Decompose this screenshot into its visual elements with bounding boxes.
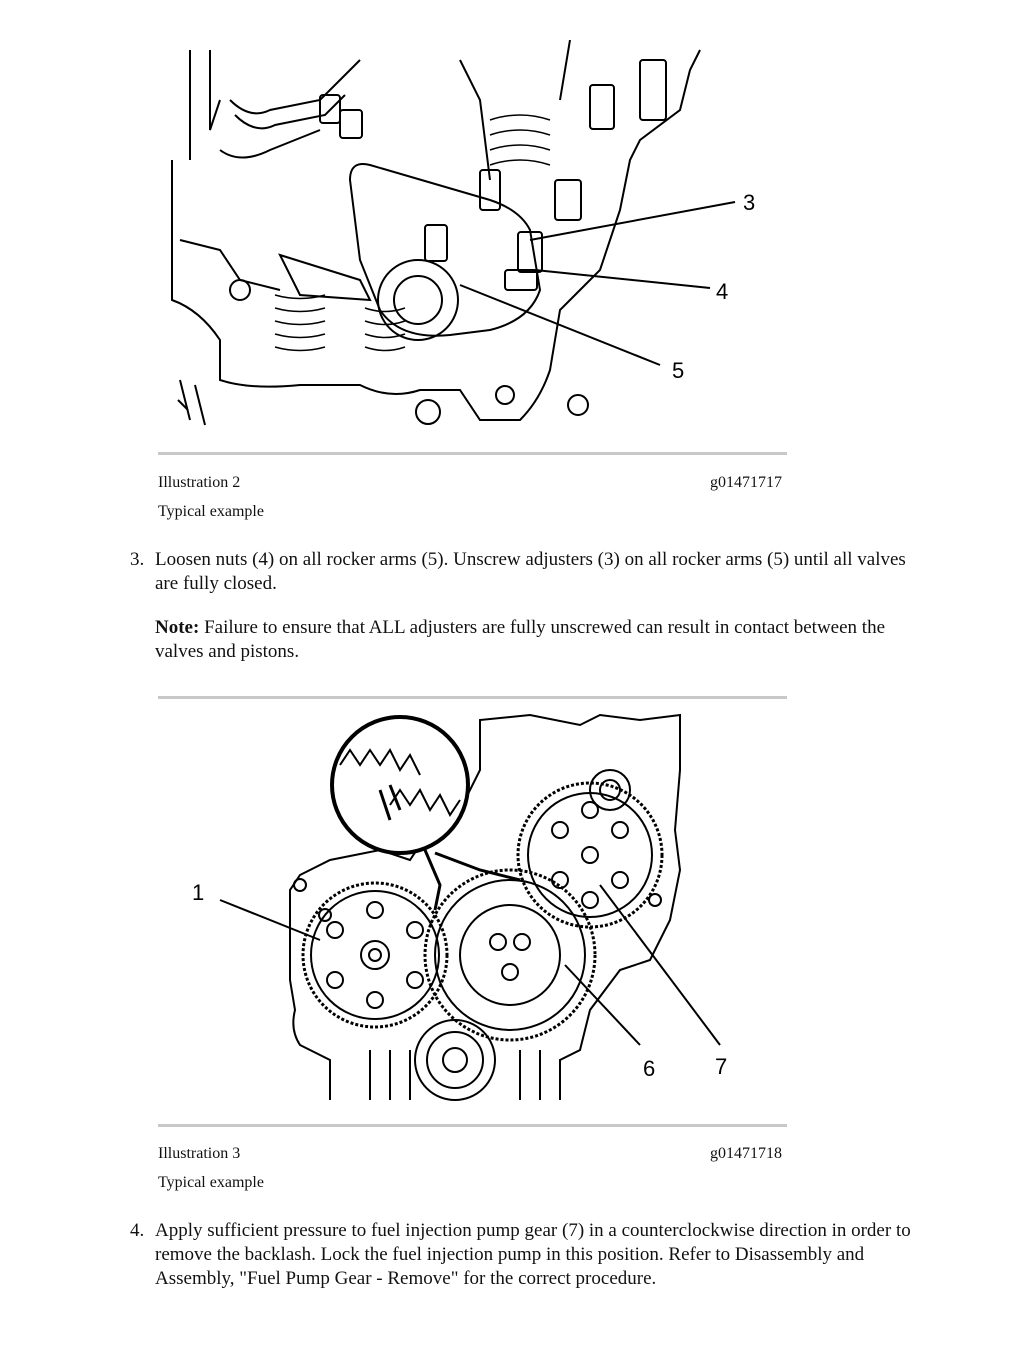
figure-caption-note: Typical example (158, 1174, 264, 1191)
figure-divider (158, 696, 787, 699)
rocker-arm-illustration: 3 4 5 (171, 40, 755, 426)
figure-caption-note: Typical example (158, 503, 264, 520)
callout-4: 4 (716, 279, 728, 304)
callout-1: 1 (192, 880, 204, 905)
step-text: Apply sufficient pressure to fuel inject… (155, 1220, 911, 1289)
step-text: Loosen nuts (4) on all rocker arms (5). … (155, 549, 906, 594)
figure-divider (158, 452, 787, 455)
step-number: 3. (130, 549, 145, 570)
note-label: Note: (155, 617, 200, 638)
gear-train-illustration: 1 6 7 (192, 713, 727, 1101)
figure-caption-label: Illustration 3 (158, 1145, 241, 1162)
step-number: 4. (130, 1220, 145, 1241)
figure-divider (158, 1124, 787, 1127)
note-text: Failure to ensure that ALL adjusters are… (155, 617, 886, 662)
figure-caption-code: g01471718 (710, 1145, 782, 1162)
figure-caption-code: g01471717 (710, 474, 782, 491)
callout-5: 5 (672, 358, 684, 383)
figure-caption-label: Illustration 2 (158, 474, 241, 491)
callout-7: 7 (715, 1054, 727, 1079)
callout-3: 3 (743, 190, 755, 215)
callout-6: 6 (643, 1056, 655, 1081)
note: Note: Failure to ensure that ALL adjuste… (155, 616, 925, 664)
